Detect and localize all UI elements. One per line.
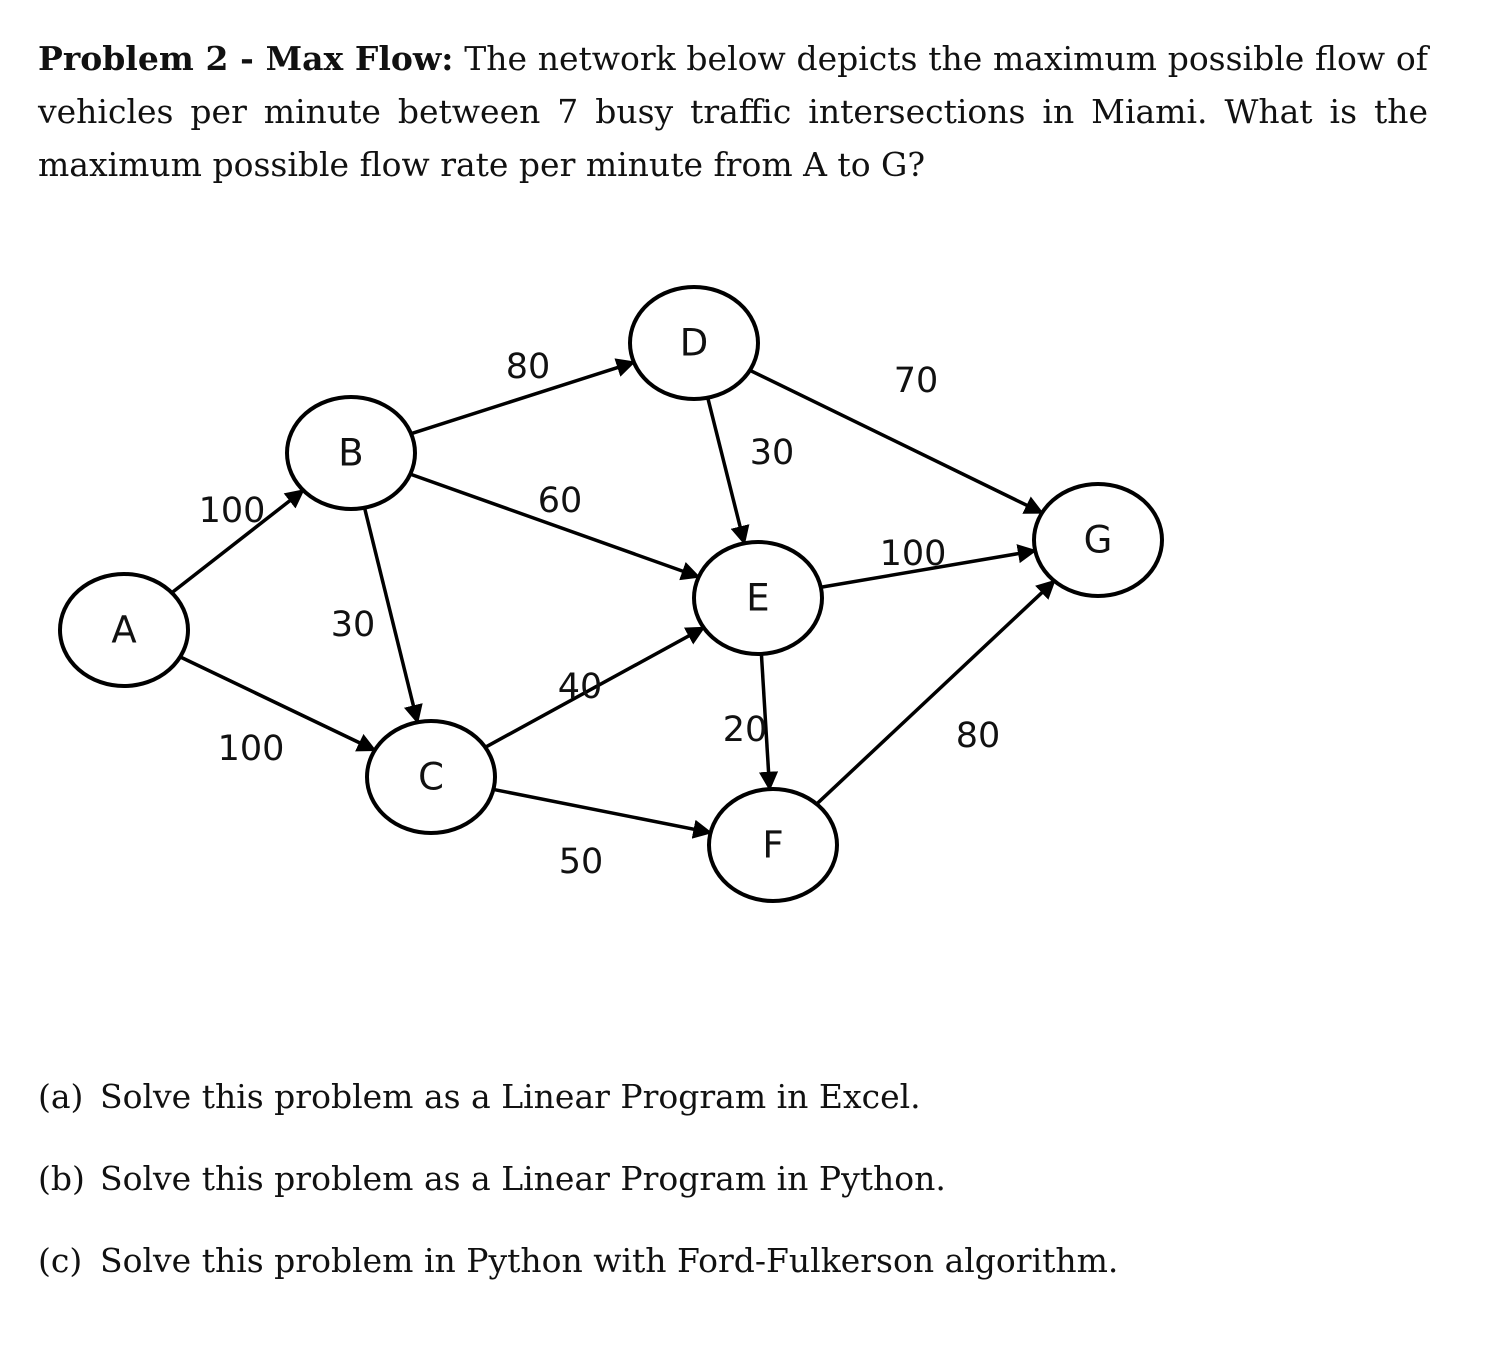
part-c-marker: (c) — [38, 1241, 83, 1280]
node-d: D — [628, 285, 760, 401]
edge-a-c — [179, 655, 377, 752]
node-d-label: D — [680, 322, 709, 365]
node-f: F — [707, 787, 839, 903]
part-c-text: Solve this problem in Python with Ford-F… — [100, 1241, 1119, 1280]
problem-heading: Problem 2 - Max Flow: — [38, 39, 454, 78]
edge-capacity-c-e: 40 — [558, 667, 603, 707]
edge-capacity-e-g: 100 — [880, 534, 947, 574]
edge-capacity-c-f: 50 — [559, 842, 604, 882]
node-a: A — [58, 572, 190, 688]
node-e: E — [692, 540, 824, 656]
node-g-label: G — [1084, 519, 1113, 562]
problem-statement: Problem 2 - Max Flow: The network below … — [38, 32, 1428, 191]
part-b: (b) Solve this problem as a Linear Progra… — [38, 1158, 1118, 1199]
edge-e-f — [758, 653, 779, 792]
part-c: (c) Solve this problem in Python with For… — [38, 1240, 1118, 1281]
node-c-label: C — [418, 756, 444, 799]
edge-b-d — [410, 358, 636, 436]
edge-capacity-b-c: 30 — [331, 605, 376, 645]
edge-capacity-b-e: 60 — [538, 481, 583, 521]
node-a-circle — [58, 572, 190, 688]
edge-capacity-b-d: 80 — [506, 347, 551, 387]
node-b-circle — [285, 395, 417, 511]
edge-capacity-a-b: 100 — [199, 491, 266, 531]
edge-e-g — [820, 544, 1038, 590]
edge-d-e — [706, 397, 750, 546]
node-a-label: A — [111, 609, 136, 652]
part-b-marker: (b) — [38, 1159, 85, 1198]
node-f-circle — [707, 787, 839, 903]
edge-capacity-f-g: 80 — [956, 716, 1001, 756]
edge-f-g — [815, 579, 1056, 806]
edge-c-e — [484, 626, 706, 749]
sub-questions: (a) Solve this problem as a Linear Progra… — [38, 1076, 1118, 1322]
part-a-text: Solve this problem as a Linear Program i… — [100, 1077, 921, 1116]
part-a: (a) Solve this problem as a Linear Progra… — [38, 1076, 1118, 1117]
edge-d-g — [749, 368, 1044, 515]
problem-text: The network below depicts the maximum po… — [38, 39, 1428, 184]
node-e-label: E — [746, 577, 769, 620]
edge-capacity-a-c: 100 — [218, 729, 285, 769]
node-d-circle — [628, 285, 760, 401]
edge-b-c — [362, 507, 423, 725]
edge-capacity-d-e: 30 — [750, 433, 795, 473]
edge-capacity-d-g: 70 — [894, 361, 939, 401]
node-e-circle — [692, 540, 824, 656]
node-c: C — [365, 719, 497, 835]
node-f-label: F — [762, 824, 783, 867]
edge-b-e — [409, 472, 701, 581]
edge-c-f — [493, 787, 713, 839]
part-b-text: Solve this problem as a Linear Program i… — [100, 1159, 946, 1198]
edge-a-b — [170, 488, 305, 595]
node-b: B — [285, 395, 417, 511]
part-a-marker: (a) — [38, 1077, 84, 1116]
node-g-circle — [1032, 482, 1164, 598]
node-g: G — [1032, 482, 1164, 598]
node-b-label: B — [338, 432, 363, 475]
edge-capacity-e-f: 20 — [723, 710, 768, 750]
node-c-circle — [365, 719, 497, 835]
